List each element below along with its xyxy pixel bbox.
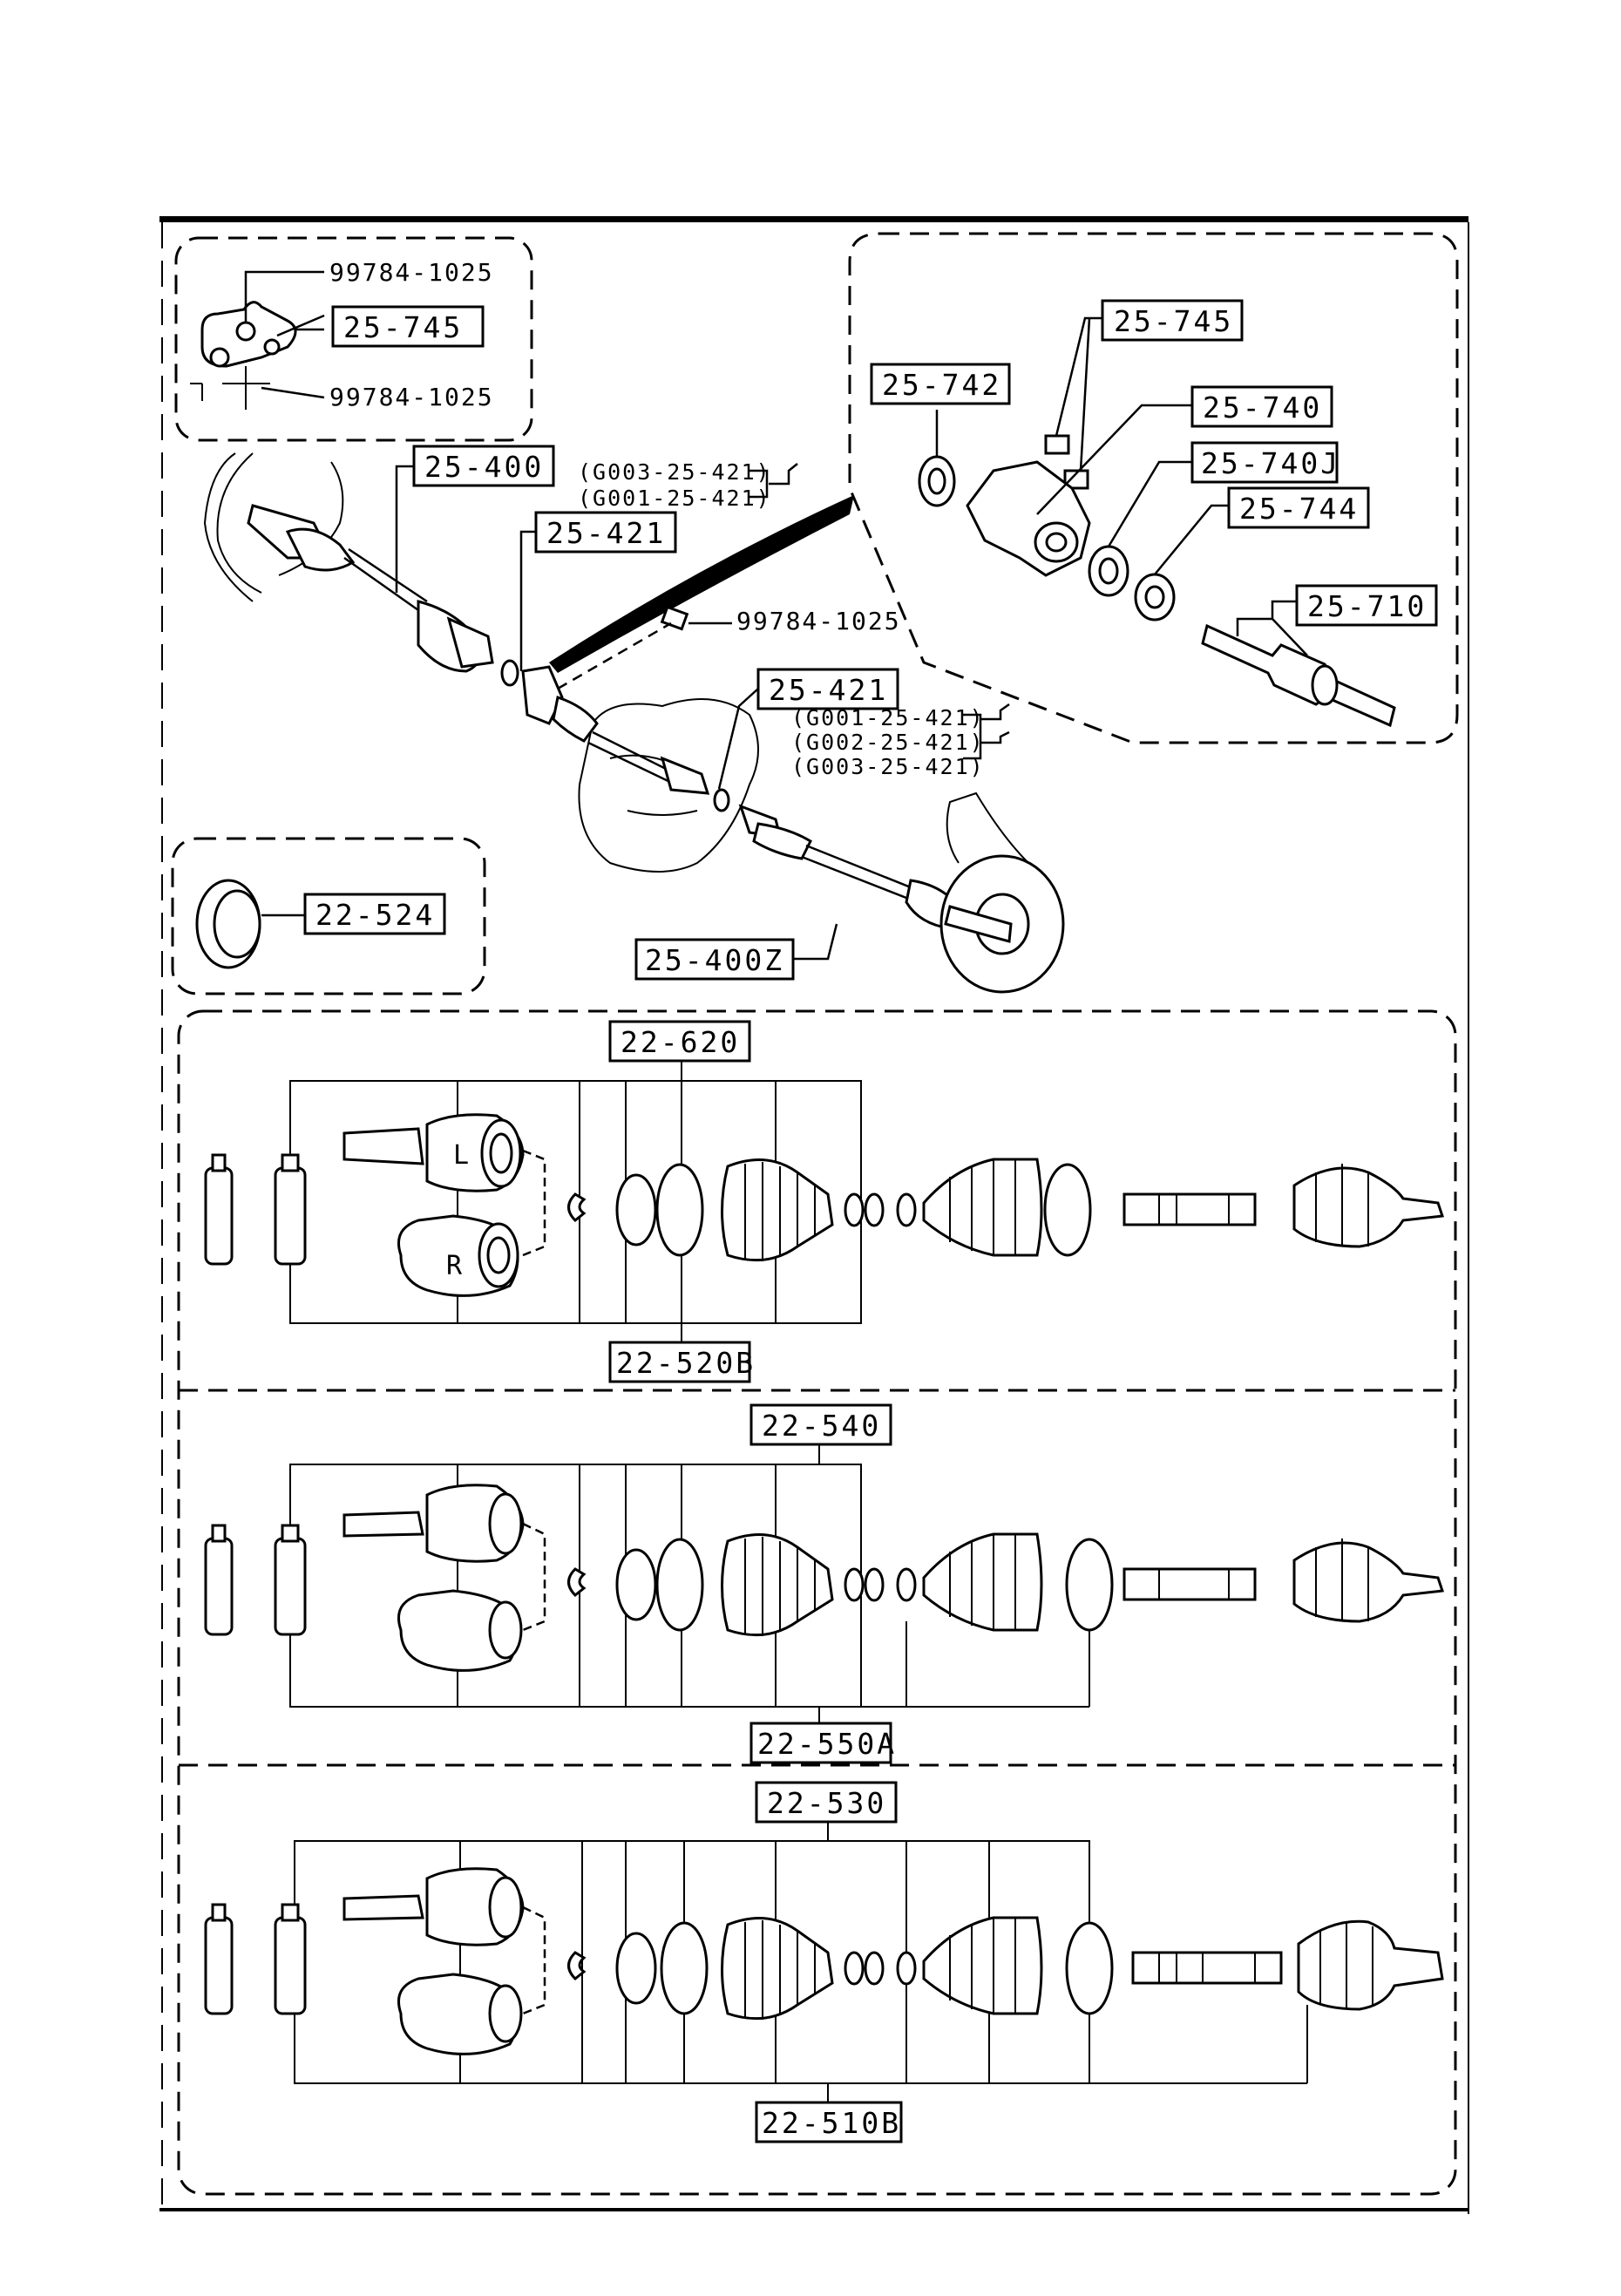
callout-box — [412, 445, 555, 487]
callout-box — [331, 305, 485, 348]
callout-box — [534, 511, 677, 554]
callout-box — [608, 1341, 751, 1383]
kit-row-3 — [204, 1822, 1444, 2102]
label-22-520B: 22-520B — [616, 1346, 756, 1380]
inset-bearing-support — [848, 232, 1459, 744]
callout-box — [1295, 584, 1438, 627]
joint-mark-R: R — [446, 1251, 463, 1281]
callout-box — [303, 893, 446, 935]
part-number-bolt-bottom: 99784-1025 — [329, 383, 494, 411]
callout-box — [749, 1403, 892, 1446]
kit-panel-frame — [177, 1009, 1457, 2196]
kit-row-2 — [204, 1443, 1445, 1726]
callout-box — [756, 668, 899, 710]
model-ref-mid-2: (G002-25-421) — [791, 730, 985, 755]
callout-box — [755, 1781, 898, 1824]
model-ref-mid-1: (G001-25-421) — [791, 705, 985, 730]
callout-box — [1227, 486, 1370, 529]
label-25-744: 25-744 — [1239, 492, 1359, 526]
label-25-740J: 25-740J — [1201, 446, 1340, 480]
label-22-530: 22-530 — [767, 1786, 886, 1820]
callout-box — [1101, 299, 1244, 342]
part-number-bolt-top: 99784-1025 — [329, 258, 494, 287]
label-25-421-top: 25-421 — [546, 516, 666, 550]
joint-mark-L: L — [453, 1140, 469, 1171]
main-assembly — [203, 452, 1065, 994]
inset-bracket — [174, 236, 533, 442]
top-rule — [159, 216, 1468, 222]
label-25-740: 25-740 — [1203, 391, 1322, 425]
label-25-742: 25-742 — [882, 368, 1001, 402]
label-25-400Z: 25-400Z — [645, 943, 784, 977]
label-25-745-right: 25-745 — [1114, 304, 1233, 338]
callout-box — [755, 2101, 903, 2143]
label-22-550A: 22-550A — [757, 1727, 897, 1761]
label-22-540: 22-540 — [762, 1409, 881, 1443]
callout-box — [608, 1020, 751, 1063]
bottom-rule — [159, 2208, 1468, 2211]
model-ref-mid-3: (G003-25-421) — [791, 754, 985, 779]
part-number-bolt-center: 99784-1025 — [736, 607, 901, 635]
label-22-510B: 22-510B — [762, 2106, 901, 2140]
kit-row-1: L R — [204, 1059, 1445, 1342]
zoom-wedge — [549, 495, 854, 673]
label-25-400: 25-400 — [424, 450, 544, 484]
inset-oil-seal — [171, 837, 486, 995]
callout-box — [1190, 441, 1339, 484]
callout-box — [1190, 385, 1333, 428]
label-25-710: 25-710 — [1307, 589, 1427, 623]
label-25-745-top: 25-745 — [343, 310, 463, 344]
label-22-524: 22-524 — [315, 898, 435, 932]
label-22-620: 22-620 — [621, 1025, 740, 1059]
model-ref-top-2: (G001-25-421) — [578, 486, 771, 511]
callout-box — [634, 938, 795, 981]
model-ref-top-1: (G003-25-421) — [578, 459, 771, 485]
label-25-421-mid: 25-421 — [769, 673, 888, 707]
callout-box — [870, 363, 1011, 405]
callout-box — [749, 1722, 892, 1764]
